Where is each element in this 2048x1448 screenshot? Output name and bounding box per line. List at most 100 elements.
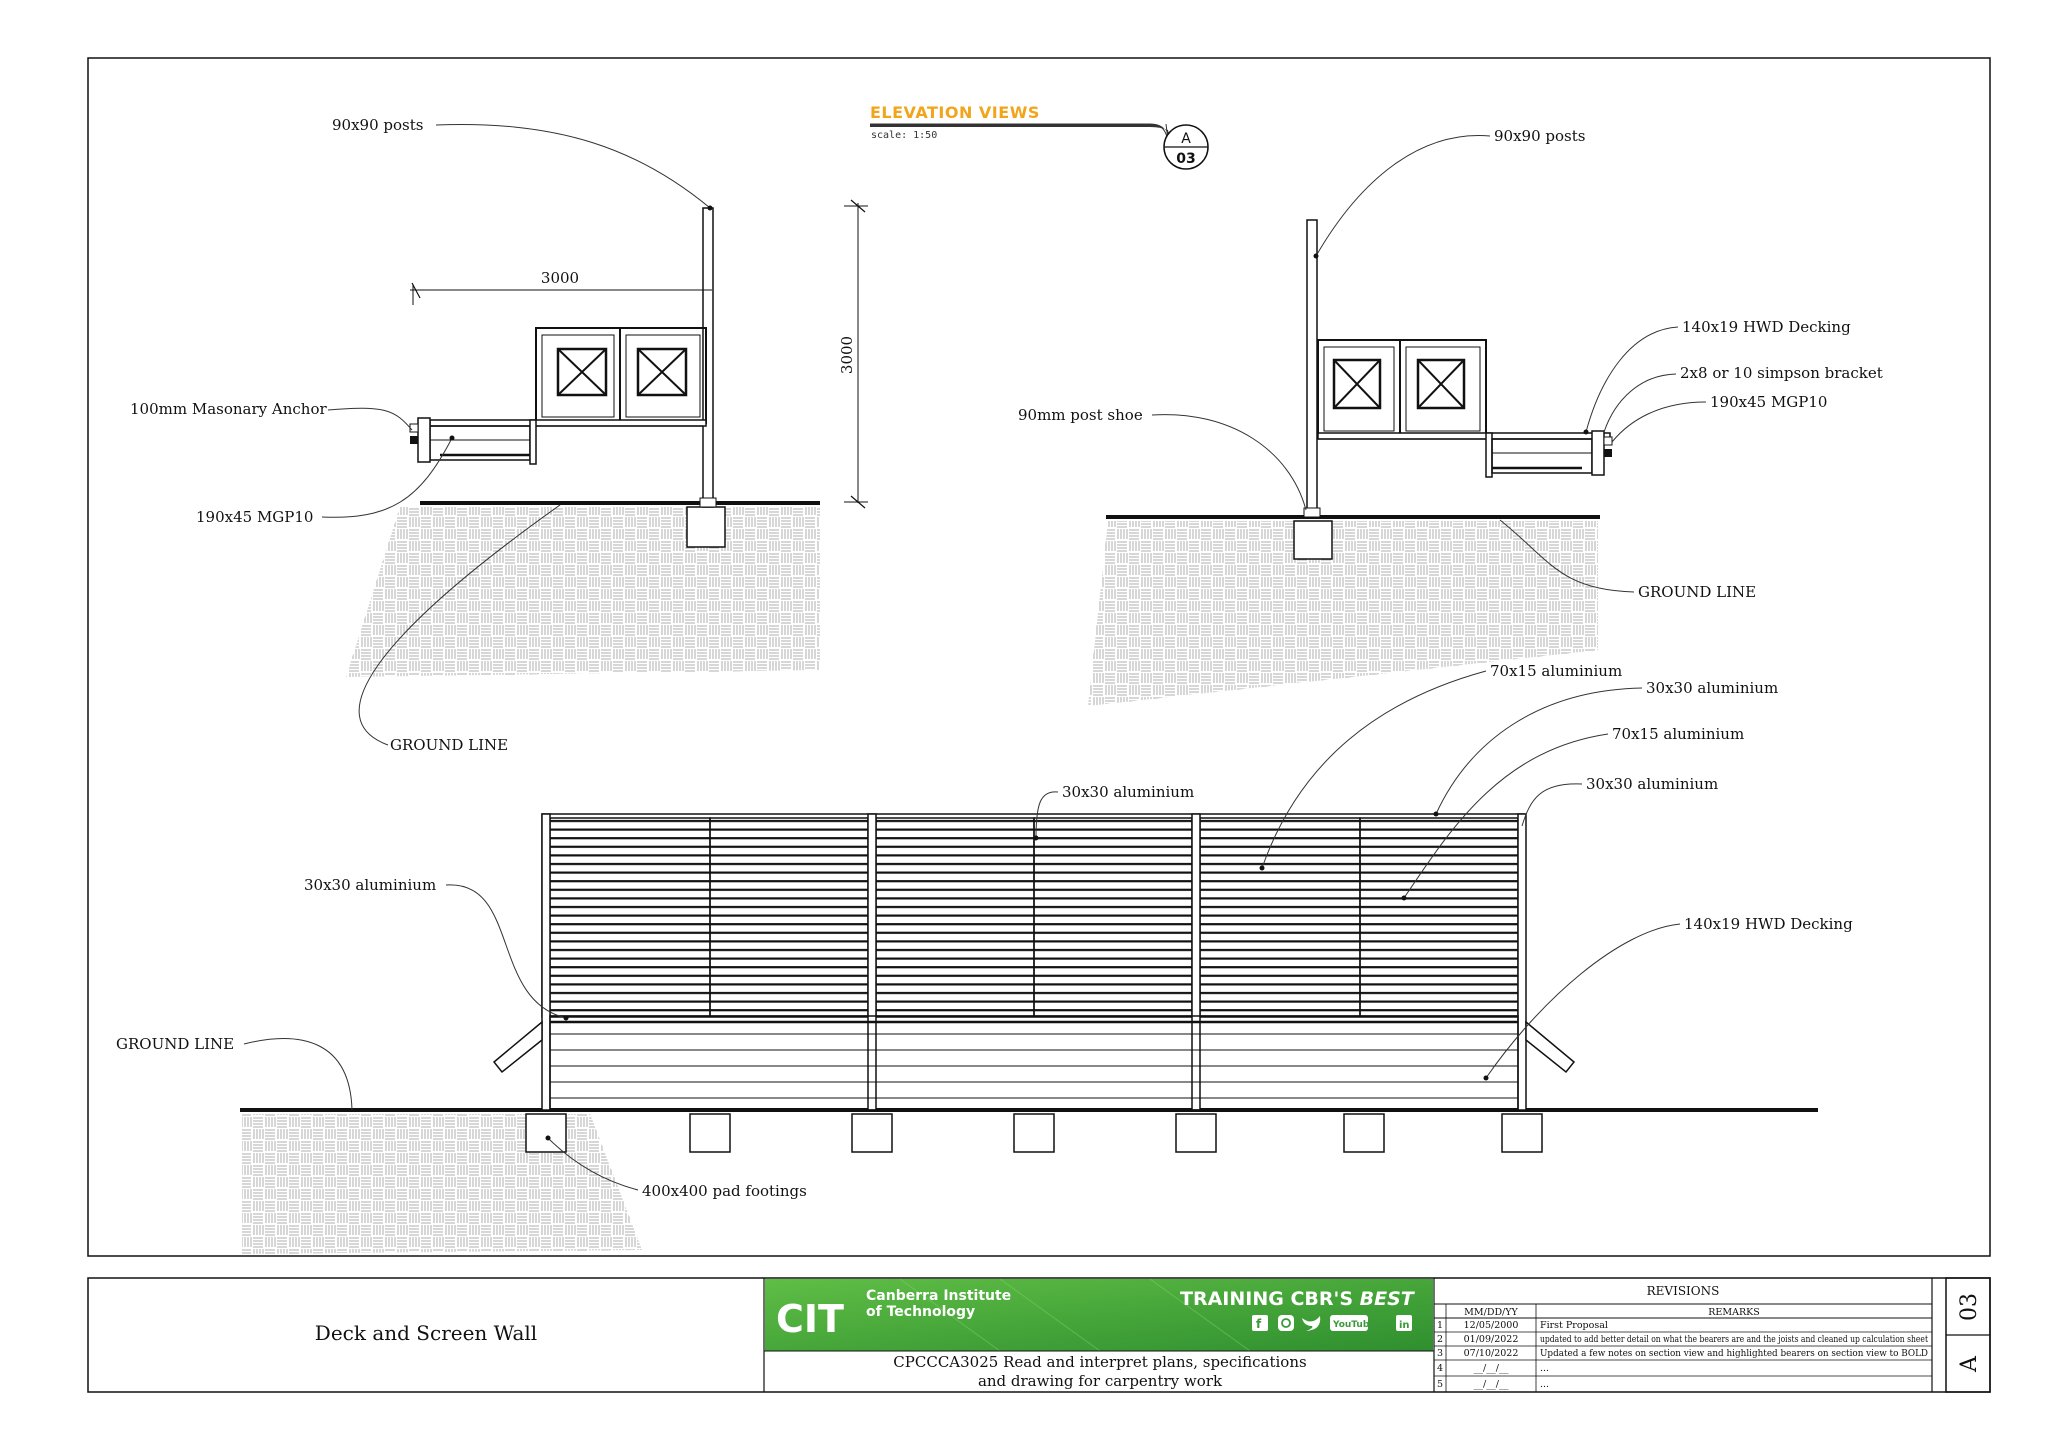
rev-5-no: 5 — [1437, 1379, 1443, 1390]
right-deck-top — [1317, 432, 1611, 440]
title-block: Deck and Screen Wall CIT Canberra Instit… — [87, 1277, 1991, 1393]
front-alu-30-center-label: 30x30 aluminium — [1062, 783, 1194, 801]
right-bearer — [1485, 432, 1493, 478]
front-elevation: 70x15 aluminium 30x30 aluminium 70x15 al… — [116, 662, 1853, 1254]
right-decking-label: 140x19 HWD Decking — [1682, 318, 1851, 336]
right-screen-frame — [1317, 339, 1487, 439]
front-alu-70-top-label: 70x15 aluminium — [1490, 662, 1622, 680]
front-alu-70-mid-label: 70x15 aluminium — [1612, 725, 1744, 743]
screen-panel-2 — [709, 817, 869, 1017]
front-footing-4 — [1013, 1113, 1055, 1153]
rev-4-remark: ... — [1540, 1363, 1549, 1374]
front-brace-left — [492, 1020, 543, 1074]
right-screen-box-1 — [1332, 358, 1382, 410]
front-footing-5 — [1175, 1113, 1217, 1153]
right-posts-label: 90x90 posts — [1494, 127, 1585, 145]
front-footing-6 — [1343, 1113, 1385, 1153]
screen-panel-5 — [1199, 817, 1361, 1017]
revisions-col-remarks: REMARKS — [1708, 1307, 1759, 1318]
right-post-shoe — [1303, 507, 1321, 518]
left-mgp-label: 190x45 MGP10 — [196, 508, 313, 526]
course-line-2: and drawing for carpentry work — [978, 1372, 1223, 1390]
callout-letter: A — [1181, 131, 1191, 147]
youtube-icon[interactable] — [1330, 1315, 1368, 1331]
drawing-title: Deck and Screen Wall — [315, 1321, 537, 1345]
right-ground-label: GROUND LINE — [1638, 583, 1756, 601]
left-screen-box-1 — [556, 347, 608, 397]
view-title-callout: ELEVATION VIEWS scale: 1:50 A 03 — [870, 103, 1209, 170]
left-side-elevation: 3000 3000 90x90 posts 100mm Masonary Anc… — [130, 116, 868, 754]
rev-1-no: 1 — [1437, 1320, 1443, 1331]
twitter-icon[interactable] — [1302, 1316, 1321, 1331]
right-mgp-label: 190x45 MGP10 — [1710, 393, 1827, 411]
left-ground-hatch — [346, 507, 820, 677]
rev-3-date: 07/10/2022 — [1464, 1348, 1519, 1359]
front-brace-right — [1525, 1020, 1576, 1074]
institute-line-1: Canberra Institute — [866, 1288, 1011, 1304]
revisions-table: REVISIONS MM/DD/YY REMARKS 1 12/05/2000 … — [1434, 1284, 1932, 1392]
front-alu-30-top-label: 30x30 aluminium — [1646, 679, 1778, 697]
right-shoe-label: 90mm post shoe — [1018, 406, 1143, 424]
front-footing-2 — [689, 1113, 731, 1153]
screen-panel-3 — [875, 817, 1035, 1017]
left-screen-box-2 — [636, 347, 688, 397]
instagram-icon[interactable] — [1278, 1315, 1294, 1331]
right-bracket-label: 2x8 or 10 simpson bracket — [1680, 364, 1883, 382]
front-post-4 — [1517, 813, 1527, 1111]
left-dim-horizontal: 3000 — [541, 269, 579, 287]
rev-2-remark: updated to add better detail on what the… — [1540, 1334, 1928, 1345]
cit-banner: CIT Canberra Institute of Technology TRA… — [765, 1278, 1433, 1352]
left-posts-label: 90x90 posts — [332, 116, 423, 134]
revisions-heading: REVISIONS — [1647, 1284, 1720, 1298]
screen-panel-4 — [1033, 817, 1193, 1017]
front-ground-label: GROUND LINE — [116, 1035, 234, 1053]
svg-text:f: f — [1256, 1317, 1262, 1331]
right-post — [1306, 219, 1318, 518]
sheet-letter: A — [1957, 1355, 1982, 1373]
cit-logo: CIT — [776, 1297, 844, 1341]
title-swoosh — [870, 124, 1172, 150]
slogan-main: TRAINING CBR'S BEST — [1180, 1288, 1416, 1310]
rev-1-remark: First Proposal — [1540, 1320, 1608, 1331]
left-ground-label: GROUND LINE — [390, 736, 508, 754]
linkedin-icon[interactable] — [1396, 1315, 1412, 1331]
left-bearer — [529, 419, 537, 465]
front-alu-30-left-label: 30x30 aluminium — [304, 876, 436, 894]
slogan-best: BEST — [1360, 1288, 1416, 1310]
revisions-col-date: MM/DD/YY — [1464, 1307, 1518, 1318]
scale-text: scale: 1:50 — [871, 130, 937, 141]
rev-4-date: __/__/__ — [1474, 1363, 1509, 1374]
svg-text:in: in — [1399, 1320, 1410, 1331]
right-anchor — [1591, 430, 1605, 476]
left-anchor-label: 100mm Masonary Anchor — [130, 400, 327, 418]
left-anchor — [417, 417, 431, 463]
screen-panel-1 — [549, 817, 711, 1017]
sheet-number: 03 — [1957, 1293, 1982, 1321]
front-footing-7 — [1501, 1113, 1543, 1153]
left-post-shoe — [699, 497, 717, 508]
rev-5-remark: ... — [1540, 1379, 1549, 1390]
front-footing-3 — [851, 1113, 893, 1153]
left-post — [702, 207, 714, 508]
right-ground-hatch — [1088, 521, 1598, 706]
front-decking-label: 140x19 HWD Decking — [1684, 915, 1853, 933]
front-deck — [549, 1015, 1519, 1111]
front-footing-1 — [525, 1113, 567, 1153]
right-side-elevation: 90x90 posts 90mm post shoe 140x19 HWD De… — [1018, 127, 1883, 706]
left-dim-vertical: 3000 — [838, 336, 856, 374]
institute-line-2: of Technology — [866, 1304, 975, 1320]
rev-5-date: __/__/__ — [1474, 1379, 1509, 1390]
rev-2-date: 01/09/2022 — [1464, 1334, 1519, 1345]
rev-2-no: 2 — [1437, 1334, 1443, 1345]
rev-3-remark: Updated a few notes on section view and … — [1540, 1348, 1928, 1359]
rev-4-no: 4 — [1437, 1363, 1443, 1374]
left-deck-top — [429, 419, 707, 427]
rev-3-no: 3 — [1437, 1348, 1443, 1359]
drawing-frame — [87, 57, 1991, 1257]
left-pad-footing — [686, 506, 726, 548]
front-footings-label: 400x400 pad footings — [642, 1182, 807, 1200]
facebook-icon[interactable] — [1252, 1315, 1268, 1331]
right-pad-footing — [1293, 520, 1333, 560]
screen-panel-6 — [1359, 817, 1519, 1017]
